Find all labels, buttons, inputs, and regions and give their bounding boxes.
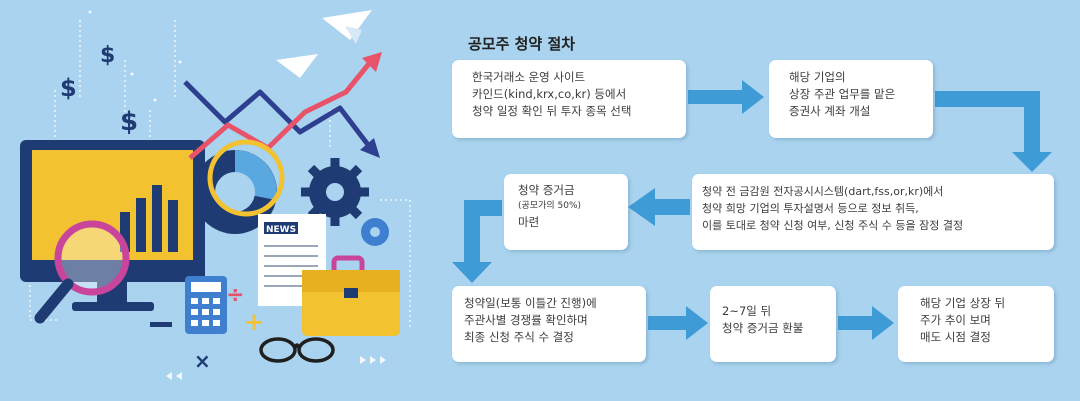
step-1-box: 한국거래소 운영 사이트 카인드(kind,krx,co,kr) 등에서 청약 … — [452, 60, 686, 138]
arrow-step6-to-step7 — [838, 306, 894, 340]
step-7-line-3: 매도 시점 결정 — [920, 330, 991, 344]
step-1-line-2: 카인드(kind,krx,co,kr) 등에서 — [472, 87, 627, 101]
step-5-line-2: 주관사별 경쟁률 확인하며 — [464, 313, 588, 327]
briefcase-icon — [302, 255, 400, 336]
arrow-step2-to-step3 — [935, 91, 1052, 172]
step-7-line-2: 주가 추이 보며 — [920, 313, 991, 327]
paper-plane-icons — [276, 10, 372, 78]
step-2-line-2: 상장 주관 업무를 맡은 — [789, 87, 896, 101]
gear-icon — [301, 158, 389, 246]
svg-text:÷: ÷ — [226, 283, 244, 308]
svg-text:×: × — [194, 349, 211, 373]
step-6-line-1: 2~7일 뒤 — [722, 304, 772, 318]
chevron-decorations — [166, 356, 386, 380]
trend-lines — [183, 52, 382, 160]
svg-text:$: $ — [120, 107, 138, 137]
step-4-line-3: 마련 — [518, 215, 540, 229]
arrow-step4-to-step5 — [452, 200, 502, 283]
step-3-line-2: 청약 희망 기업의 투자설명서 등으로 정보 취득, — [702, 202, 919, 215]
svg-text:+: + — [244, 308, 264, 336]
magnifier-icon — [34, 220, 130, 324]
step-6-box: 2~7일 뒤 청약 증거금 환불 — [710, 286, 836, 362]
step-3-line-3: 이를 토대로 청약 신청 여부, 신청 주식 수 등을 잠정 결정 — [702, 219, 964, 232]
svg-text:$: $ — [100, 43, 115, 68]
step-7-line-1: 해당 기업 상장 뒤 — [920, 296, 1006, 310]
svg-text:$: $ — [60, 74, 77, 102]
step-4-line-1: 청약 증거금 — [518, 183, 575, 197]
step-4-box: 청약 증거금 (공모가의 50%) 마련 — [504, 174, 628, 250]
monitor-icon — [20, 140, 205, 311]
step-5-line-1: 청약일(보통 이틀간 진행)에 — [464, 296, 597, 310]
newspaper-label: NEWS — [266, 225, 296, 235]
step-1-line-1: 한국거래소 운영 사이트 — [472, 70, 586, 84]
finance-illustration: $ $ $ $ — [20, 10, 411, 380]
pie-chart-icon — [193, 139, 285, 234]
step-3-line-1: 청약 전 금감원 전자공시시스템(dart,fss,or,kr)에서 — [702, 185, 944, 198]
step-2-line-3: 증권사 계좌 개설 — [789, 104, 871, 118]
step-1-line-3: 청약 일정 확인 뒤 투자 종목 선택 — [472, 104, 632, 118]
arrow-step1-to-step2 — [688, 80, 764, 114]
step-4-note: (공모가의 50%) — [518, 201, 582, 211]
diagram-title: 공모주 청약 절차 — [468, 35, 576, 53]
step-7-box: 해당 기업 상장 뒤 주가 추이 보며 매도 시점 결정 — [898, 286, 1054, 362]
step-2-box: 해당 기업의 상장 주관 업무를 맡은 증권사 계좌 개설 — [769, 60, 933, 138]
arrow-step5-to-step6 — [648, 306, 708, 340]
step-5-box: 청약일(보통 이틀간 진행)에 주관사별 경쟁률 확인하며 최종 신청 주식 수… — [452, 286, 646, 362]
arrow-step3-to-step4 — [628, 188, 690, 226]
math-symbols: ÷ + × — [150, 283, 264, 373]
calculator-icon — [185, 276, 227, 334]
step-3-box: 청약 전 금감원 전자공시시스템(dart,fss,or,kr)에서 청약 희망… — [692, 174, 1054, 250]
step-5-line-3: 최종 신청 주식 수 결정 — [464, 330, 574, 344]
step-6-line-2: 청약 증거금 환불 — [722, 321, 804, 335]
step-2-line-1: 해당 기업의 — [789, 70, 846, 84]
glasses-icon — [259, 337, 335, 363]
